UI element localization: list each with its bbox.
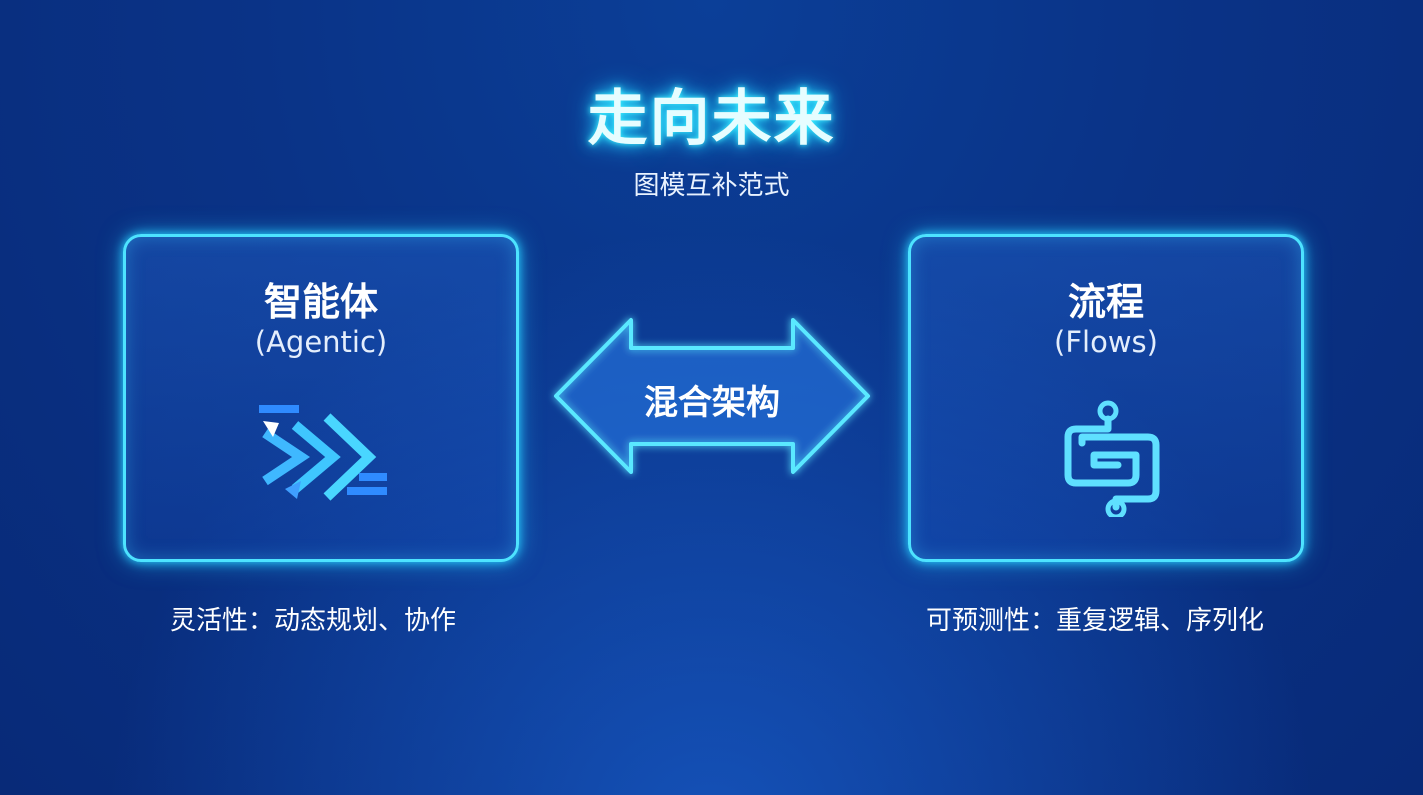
connector-label: 混合架构 xyxy=(644,383,780,423)
double-arrow-icon xyxy=(516,318,908,474)
fast-forward-arrows-icon xyxy=(259,405,387,501)
agentic-panel: 智能体 (Agentic) xyxy=(123,234,519,562)
page-subtitle: 图模互补范式 xyxy=(633,171,790,201)
flows-subtitle: (Flows) xyxy=(1054,325,1158,359)
flows-title: 流程 xyxy=(1067,280,1144,324)
agentic-caption: 灵活性：动态规划、协作 xyxy=(170,606,457,636)
agentic-title: 智能体 xyxy=(263,280,378,324)
flows-panel: 流程 (Flows) xyxy=(908,234,1304,562)
page-title: 走向未来 xyxy=(587,84,836,154)
agentic-subtitle: (Agentic) xyxy=(254,325,388,359)
flow-path-icon xyxy=(1064,400,1160,517)
flows-caption: 可预测性：重复逻辑、序列化 xyxy=(926,606,1265,636)
